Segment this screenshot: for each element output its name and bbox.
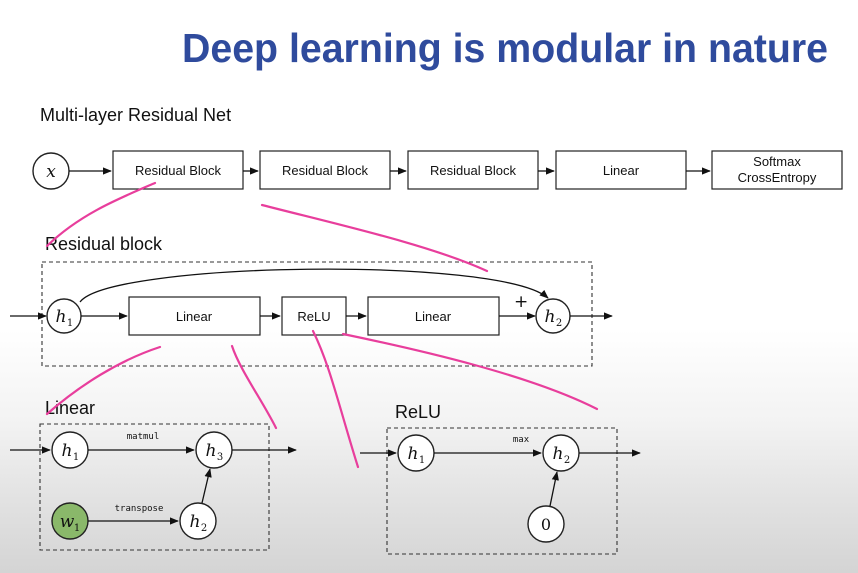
svg-text:Softmax: Softmax — [753, 154, 801, 169]
svg-text:CrossEntropy: CrossEntropy — [738, 170, 817, 185]
residual-linear-1: Linear — [128, 296, 261, 336]
svg-text:Linear: Linear — [603, 163, 640, 178]
input-node-x: x — [32, 152, 70, 190]
relu-frame — [386, 427, 618, 555]
svg-text:1: 1 — [74, 523, 80, 534]
transpose-label: transpose — [115, 504, 164, 514]
residual-relu-block: ReLU — [281, 296, 347, 336]
residual-h1-node: h 1 — [46, 298, 82, 334]
linear-h1-node: h 1 — [51, 431, 89, 469]
residual-block-2: Residual Block — [259, 150, 391, 190]
svg-text:Linear: Linear — [415, 309, 452, 324]
residual-h2-node: h 2 — [535, 298, 571, 334]
svg-text:h: h — [62, 441, 73, 461]
svg-text:h: h — [408, 444, 419, 464]
svg-text:0: 0 — [541, 515, 551, 534]
svg-text:3: 3 — [217, 452, 223, 463]
svg-text:Linear: Linear — [176, 309, 213, 324]
residual-block-3: Residual Block — [407, 150, 539, 190]
skip-connection-arrow — [79, 268, 549, 303]
relu-label: ReLU — [395, 402, 441, 422]
residual-net-label: Multi-layer Residual Net — [40, 105, 231, 125]
residual-block-1: Residual Block — [112, 150, 244, 190]
svg-text:Residual Block: Residual Block — [282, 163, 368, 178]
linear-frame — [39, 423, 270, 551]
relu-zero-node: 0 — [527, 505, 565, 543]
svg-text:x: x — [46, 162, 56, 182]
svg-text:ReLU: ReLU — [297, 309, 330, 324]
pen-annotations — [45, 181, 599, 469]
plus-sign: + — [514, 292, 528, 312]
svg-text:1: 1 — [67, 318, 73, 329]
svg-text:1: 1 — [419, 455, 425, 466]
linear-w1-node: w 1 — [51, 502, 89, 540]
svg-text:h: h — [545, 307, 556, 327]
svg-text:2: 2 — [556, 318, 562, 329]
svg-text:h: h — [56, 307, 67, 327]
linear-label: Linear — [45, 398, 95, 418]
svg-text:h: h — [190, 512, 201, 532]
svg-text:h: h — [206, 441, 217, 461]
svg-text:w: w — [60, 512, 75, 532]
svg-text:Residual Block: Residual Block — [430, 163, 516, 178]
residual-linear-2: Linear — [367, 296, 500, 336]
linear-h3-node: h 3 — [195, 431, 233, 469]
svg-text:2: 2 — [201, 523, 207, 534]
max-label: max — [513, 435, 530, 445]
svg-text:1: 1 — [73, 452, 79, 463]
relu-h2-node: h 2 — [542, 434, 580, 472]
linear-h2-node: h 2 — [179, 502, 217, 540]
matmul-label: matmul — [127, 432, 160, 442]
linear-block-top: Linear — [555, 150, 687, 190]
svg-text:Residual Block: Residual Block — [135, 163, 221, 178]
relu-h1-node: h 1 — [397, 434, 435, 472]
slide-title: Deep learning is modular in nature — [182, 25, 828, 71]
svg-text:2: 2 — [564, 455, 570, 466]
residual-block-label: Residual block — [45, 234, 163, 254]
svg-text:h: h — [553, 444, 564, 464]
softmax-crossentropy-block: Softmax CrossEntropy — [711, 150, 843, 190]
